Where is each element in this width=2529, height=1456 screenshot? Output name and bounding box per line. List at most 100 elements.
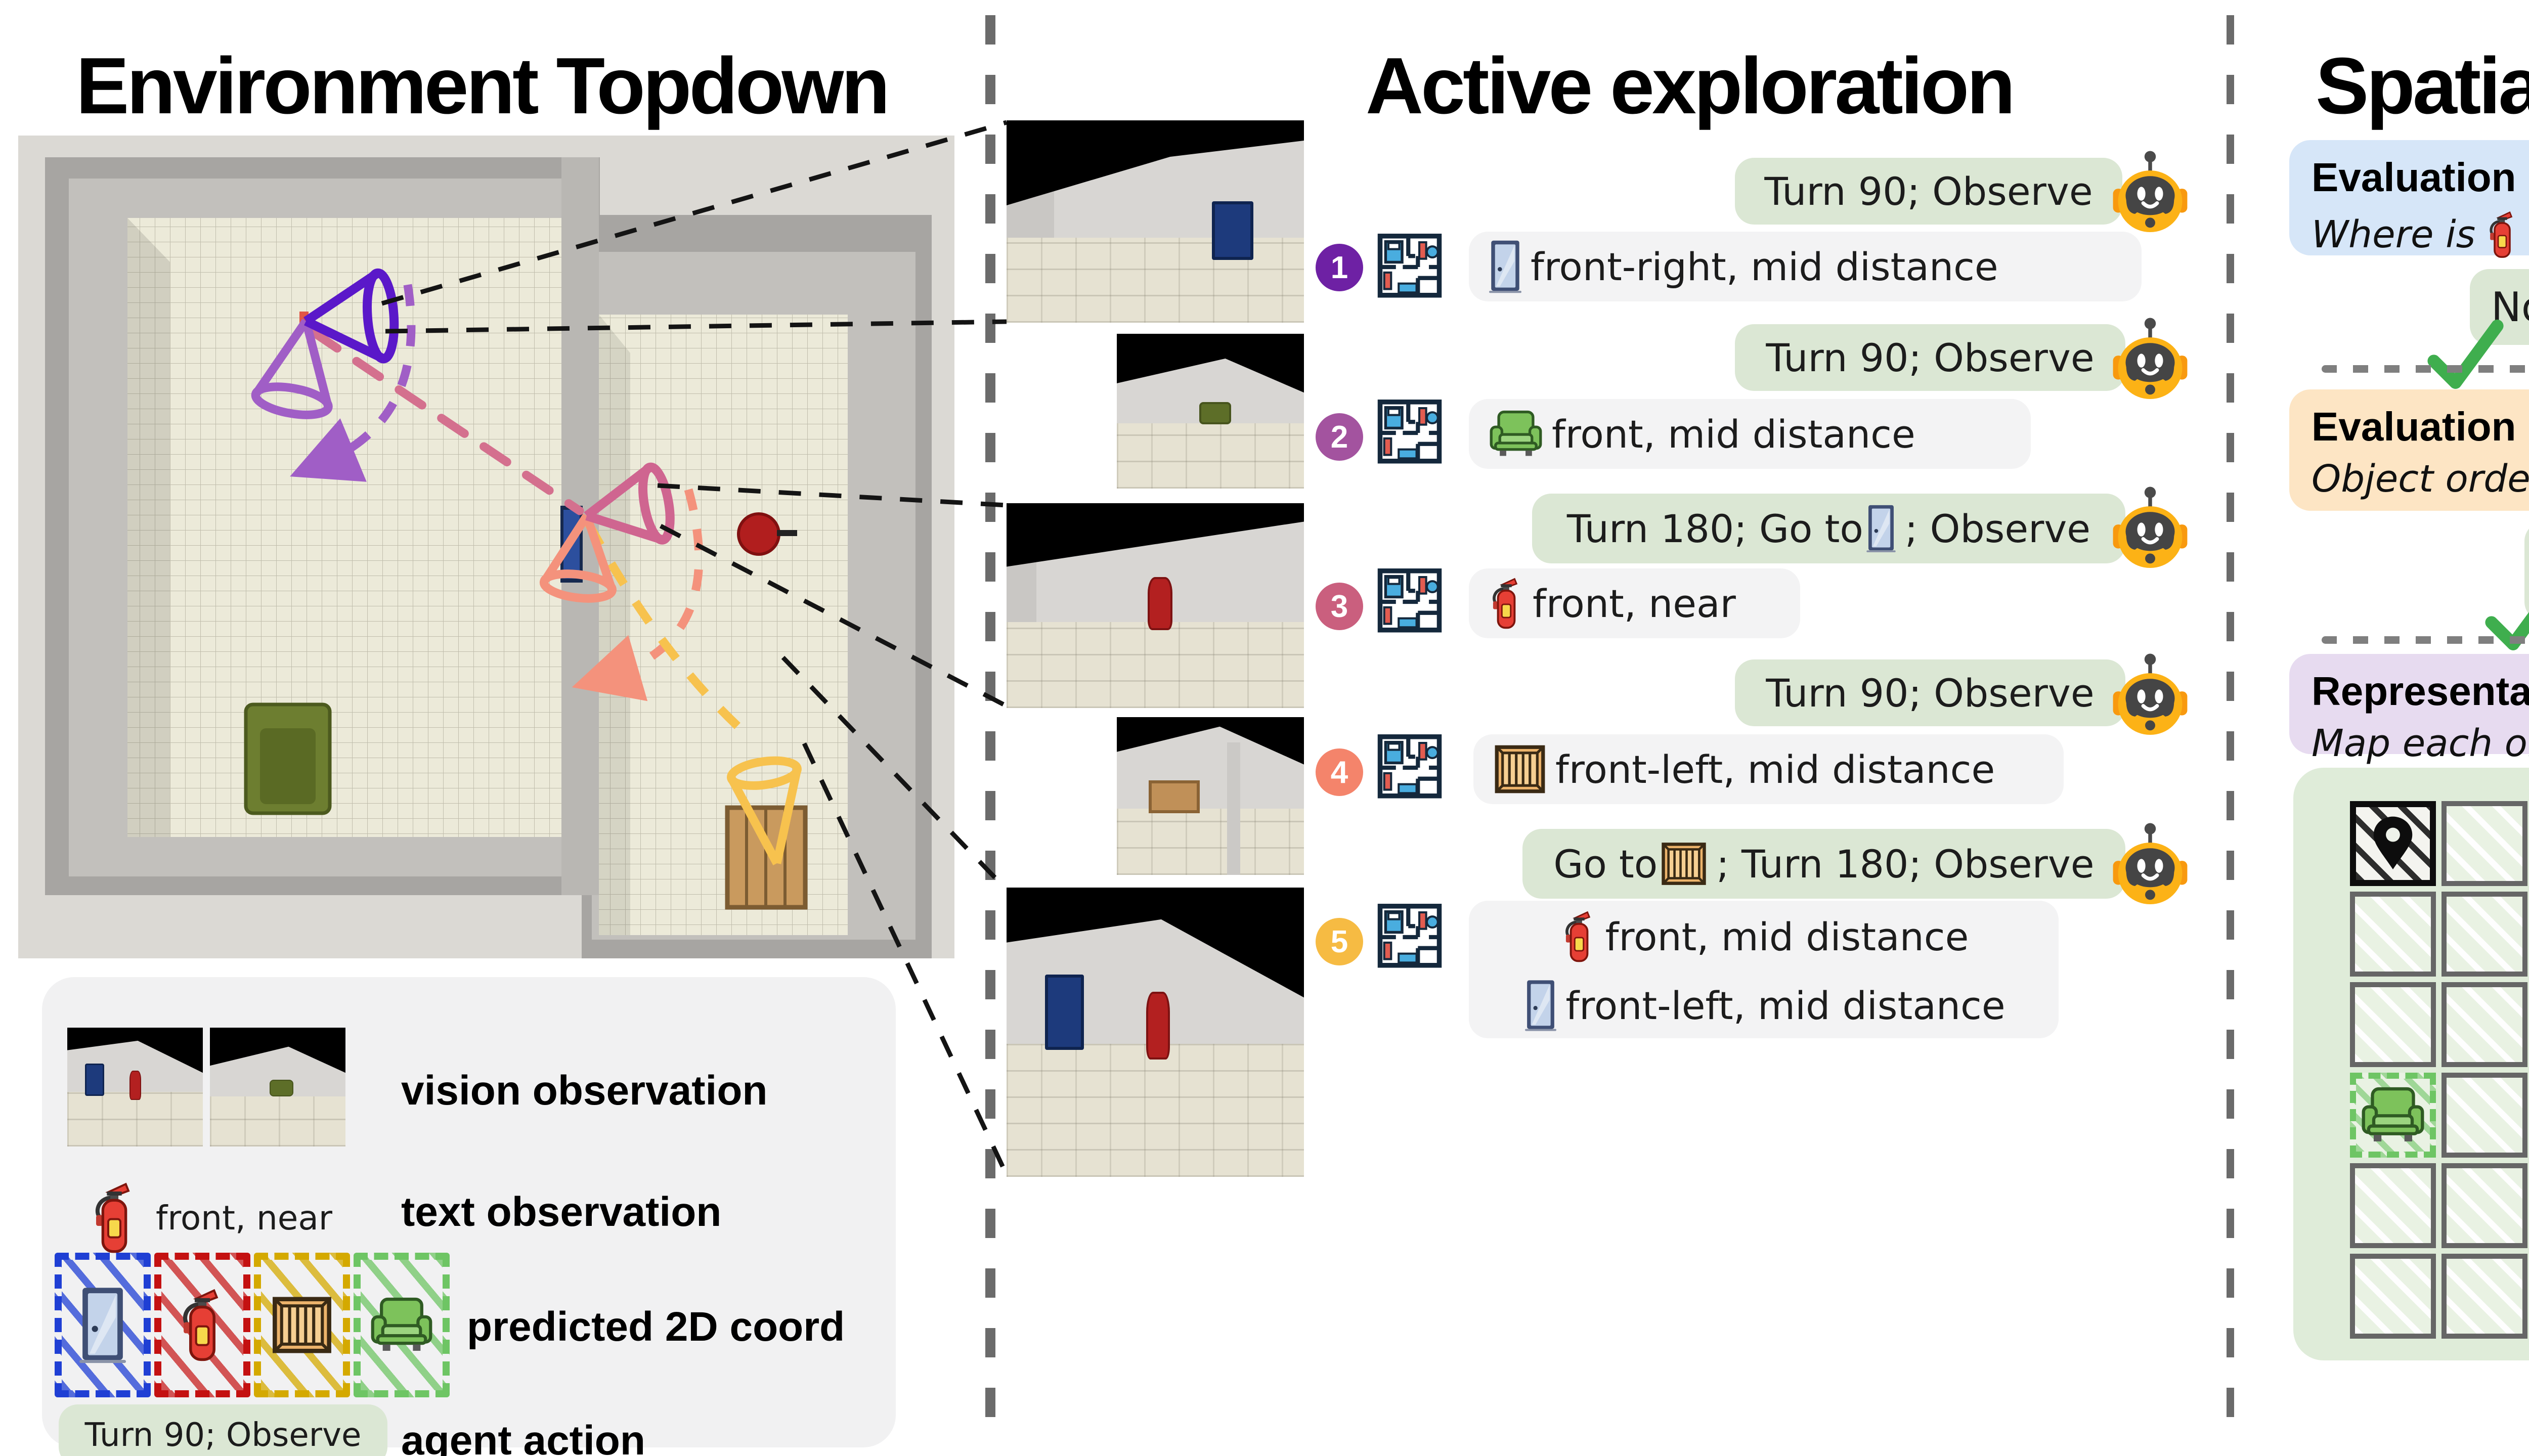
legend-coord-couch: [354, 1253, 450, 1397]
title-environment-topdown: Environment Topdown: [76, 41, 890, 130]
view-cone-purple: [303, 268, 399, 364]
action-bubble-2: Turn 90; Observe: [1735, 324, 2125, 391]
correct-check-icon: [2481, 574, 2529, 657]
action-bubble-3: Turn 180; Go to ; Observe: [1532, 494, 2125, 563]
robot-icon: [2112, 486, 2188, 570]
action-text: Turn 180; Go to: [1566, 506, 1863, 551]
observation-bubble-2: front, mid distance: [1469, 399, 2031, 469]
legend-vision-label: vision observation: [401, 1068, 768, 1114]
belief-divider-1: [2322, 365, 2529, 373]
extinguisher-icon: [1489, 574, 1523, 633]
legend-coord-door: [55, 1253, 151, 1397]
correct-check-icon: [2424, 313, 2507, 396]
door-icon: [1525, 979, 1556, 1032]
separator-left: [985, 15, 995, 1446]
belief-divider-2: [2322, 636, 2529, 644]
grid-cell-5-0: [2350, 1254, 2436, 1339]
rotation-question: Object order if rotate clockwise: [2312, 457, 2529, 501]
observation-render-3: [1007, 503, 1304, 708]
action-text: ; Turn 180; Observe: [1716, 841, 2095, 887]
observation-bubble-3: front, near: [1469, 568, 1800, 638]
legend-coord-extinguisher: [154, 1253, 250, 1397]
extinguisher-icon: [2487, 208, 2518, 261]
environment-topdown-render: [18, 136, 954, 958]
observation-text: front-left, mid distance: [1555, 746, 1995, 792]
action-text: Turn 90; Observe: [1764, 168, 2093, 214]
pairwise-question-pre: Where is: [2312, 213, 2476, 256]
grid-cell-1-0: [2350, 892, 2436, 977]
robot-icon: [2112, 317, 2188, 402]
grid-cell-3-1: [2441, 1073, 2527, 1158]
pairwise-heading: Evaluation (Pairwise):: [2312, 155, 2529, 200]
step-badge-4: 4: [1316, 748, 1363, 796]
observation-text: front, mid distance: [1552, 411, 1915, 457]
legend-vision-thumb-2: [210, 1028, 345, 1146]
action-text: ; Observe: [1904, 506, 2091, 551]
action-text: Go to: [1553, 841, 1658, 887]
observation-render-1: [1007, 120, 1304, 323]
separator-right: [2227, 15, 2234, 1446]
observation-render-4: [1117, 717, 1304, 875]
rotation-answer-bubble: [2524, 522, 2529, 621]
observation-text: front, mid distance: [1605, 914, 1969, 959]
map-belief-icon: [1374, 567, 1446, 636]
grid-cell-2-0: [2350, 982, 2436, 1067]
title-active-exploration: Active exploration: [1366, 41, 2016, 130]
observation-render-5: [1007, 888, 1304, 1177]
action-bubble-1: Turn 90; Observe: [1735, 158, 2122, 225]
grid-cell-1-1: [2441, 892, 2527, 977]
representation-box: Representation Map each object to 2D coo…: [2289, 654, 2529, 765]
robot-icon: [2112, 652, 2188, 737]
observation-bubble-4: front-left, mid distance: [1473, 734, 2064, 804]
map-belief-icon: [1374, 733, 1446, 802]
legend-box: vision observation front, near text obse…: [42, 977, 896, 1456]
extinguisher-icon: [1562, 907, 1596, 966]
belief-grid: [2350, 801, 2529, 1339]
observation-bubble-1: front-right, mid distance: [1469, 232, 2142, 301]
step-badge-3: 3: [1316, 583, 1363, 630]
legend-text-obs-sample: front, near: [156, 1199, 332, 1238]
rotation-eval-box: Evaluation (Rotation): Object order if r…: [2289, 389, 2529, 511]
rotation-heading: Evaluation (Rotation):: [2312, 404, 2529, 449]
grid-cell-4-0: [2350, 1163, 2436, 1248]
grid-cell-4-1: [2441, 1163, 2527, 1248]
legend-action-chip-text: Turn 90; Observe: [84, 1417, 362, 1454]
grid-cell-3-0-couch: [2350, 1073, 2436, 1158]
step-badge-1: 1: [1316, 244, 1363, 291]
view-cone-violet: [251, 319, 333, 419]
grid-cell-0-0-agent: [2350, 801, 2436, 886]
representation-subheading: Map each object to 2D coord: [2312, 722, 2529, 765]
action-bubble-5: Go to ; Turn 180; Observe: [1522, 829, 2125, 899]
observation-text: front-right, mid distance: [1531, 244, 1998, 289]
extinguisher-icon: [90, 1177, 139, 1258]
representation-heading: Representation: [2312, 669, 2529, 714]
robot-icon: [2112, 822, 2188, 907]
trail-goto-door: [310, 328, 584, 515]
crate-icon: [1661, 841, 1707, 887]
map-belief-icon: [1374, 903, 1446, 972]
legend-vision-thumb-1: [67, 1028, 203, 1146]
action-text: Turn 90; Observe: [1766, 335, 2095, 380]
step-badge-5: 5: [1316, 918, 1363, 965]
crate-icon: [1494, 743, 1546, 796]
observation-text: front-left, mid distance: [1565, 983, 2005, 1028]
grid-cell-5-1: [2441, 1254, 2527, 1339]
grid-cell-2-1: [2441, 982, 2527, 1067]
crate-topdown: [725, 805, 808, 910]
map-belief-icon: [1374, 399, 1446, 467]
action-text: Turn 90; Observe: [1766, 670, 2095, 716]
legend-action-label: agent action: [401, 1418, 645, 1456]
step-badge-2: 2: [1316, 413, 1363, 461]
observation-text: front, near: [1533, 581, 1736, 626]
legend-coord-label: predicted 2D coord: [467, 1304, 845, 1350]
grid-cell-0-1: [2441, 801, 2527, 886]
door-icon: [1489, 239, 1521, 294]
map-belief-icon: [1374, 233, 1446, 301]
legend-action-chip: Turn 90; Observe: [59, 1404, 387, 1456]
pairwise-eval-box: Evaluation (Pairwise): Where is relative…: [2289, 140, 2529, 255]
legend-text-label: text observation: [401, 1189, 722, 1235]
robot-icon: [2112, 150, 2188, 235]
belief-grid-panel: [2293, 768, 2529, 1360]
couch-icon: [1489, 410, 1543, 458]
